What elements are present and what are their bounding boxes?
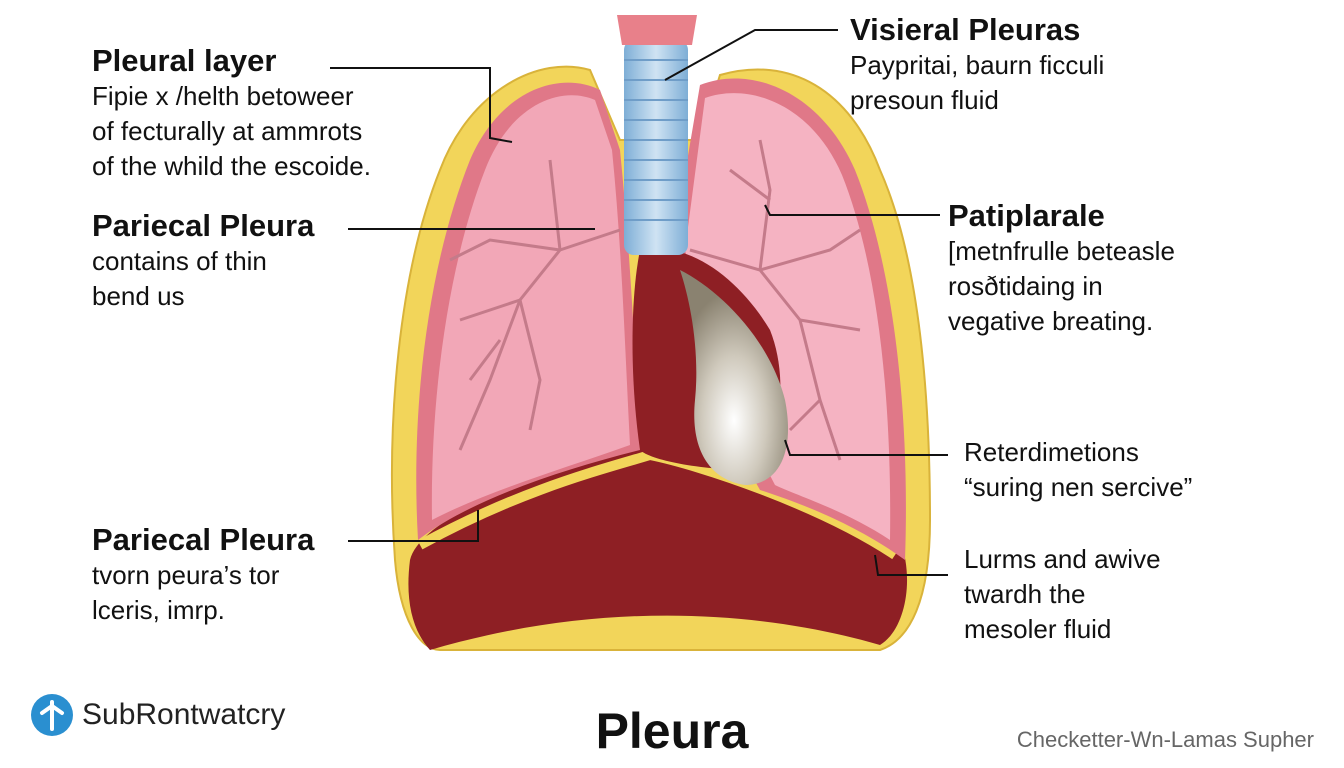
label-line: Reterdimetions [964,437,1139,467]
leader-lines [330,29,948,576]
label-heading: Visieral Pleuras [850,12,1081,47]
label-line: Fipie x /helth betoweer [92,81,354,111]
diagram-title: Pleura [595,703,749,759]
label-parietal-pleura-2: Pariecal Pleura tvorn peura’s tor lceris… [92,522,314,628]
label-pleural-layer: Pleural layer Fipie x /helth betoweer of… [92,43,371,184]
label-line: vegative breating. [948,306,1154,336]
label-lurms: Lurms and awive twardh the mesoler fluid [964,542,1161,647]
cross-circle-icon [31,694,73,736]
label-line: “suring nen sercive” [964,472,1193,502]
label-heading: Pariecal Pleura [92,522,315,557]
label-line: Paypritai, baurn ficculi [850,50,1105,80]
label-heading: Pariecal Pleura [92,208,315,243]
label-reterdimetions: Reterdimetions “suring nen sercive” [964,435,1192,505]
label-line: twardh the [964,579,1086,609]
label-line: lceris, imrp. [92,595,225,625]
label-line: [metnfrulle beteasle [948,236,1175,266]
label-line: bend us [92,281,185,311]
logo: SubRontwatcry [30,693,285,737]
label-line: Lurms and awive [964,544,1161,574]
label-line: presoun fluid [850,85,999,115]
pericardial-sac [680,270,789,485]
label-line: rosðtidaing in [948,271,1103,301]
label-heading: Patiplarale [948,198,1105,233]
trachea [624,40,688,255]
label-patiplarale: Patiplarale [metnfrulle beteasle rosðtid… [948,198,1175,339]
logo-text: SubRontwatcry [82,698,286,731]
label-line: tvorn peura’s tor [92,560,280,590]
label-line: mesoler fluid [964,614,1112,644]
label-heading: Pleural layer [92,43,277,78]
label-line: of the whild the escoide. [92,151,371,181]
label-line: of fecturally at ammrots [92,116,363,146]
larynx [617,15,697,45]
label-visceral-pleura: Visieral Pleuras Paypritai, baurn ficcul… [850,12,1104,118]
credit-text: Checketter-Wn-Lamas Supher [1016,727,1314,752]
label-parietal-pleura-1: Pariecal Pleura contains of thin bend us [92,208,314,314]
bronchi [449,139,861,461]
label-line: contains of thin [92,246,267,276]
